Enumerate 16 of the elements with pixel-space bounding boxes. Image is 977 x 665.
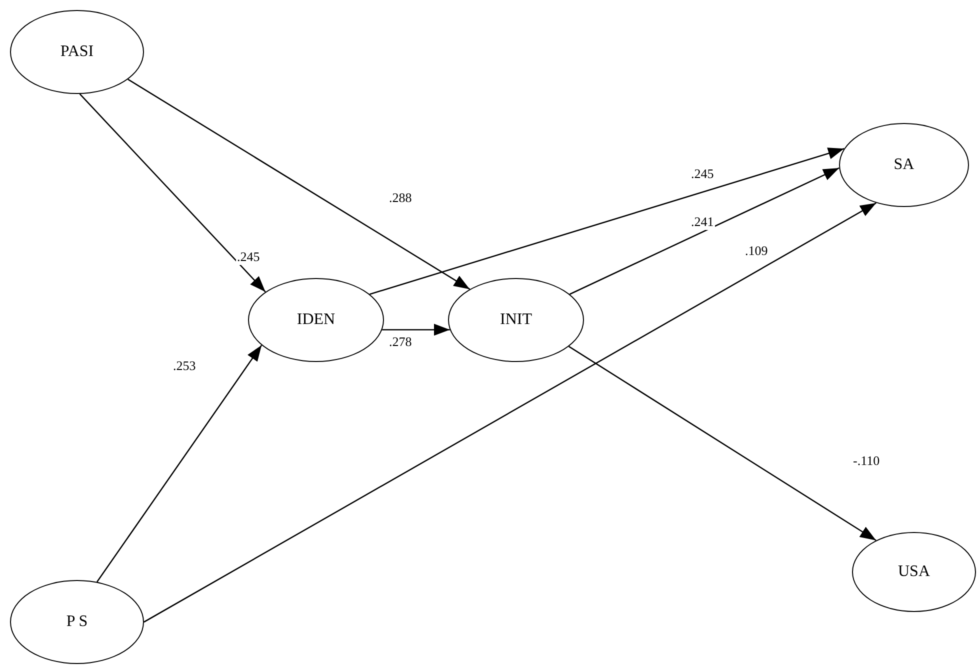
node-label: SA (894, 156, 914, 174)
arrow (568, 346, 876, 541)
node-label: USA (898, 563, 930, 581)
arrow (370, 148, 844, 295)
arrow (144, 202, 876, 623)
node-label: INIT (500, 311, 532, 329)
arrow (96, 344, 262, 582)
arrow (128, 78, 470, 290)
node-label: IDEN (296, 311, 336, 329)
node-label: P S (66, 613, 88, 631)
arrow (382, 324, 450, 336)
edge-label: .241 (690, 214, 715, 230)
arrow (569, 167, 840, 295)
arrow (79, 94, 266, 292)
edge-label: .245 (236, 249, 261, 265)
node-label: PASI (60, 43, 94, 61)
